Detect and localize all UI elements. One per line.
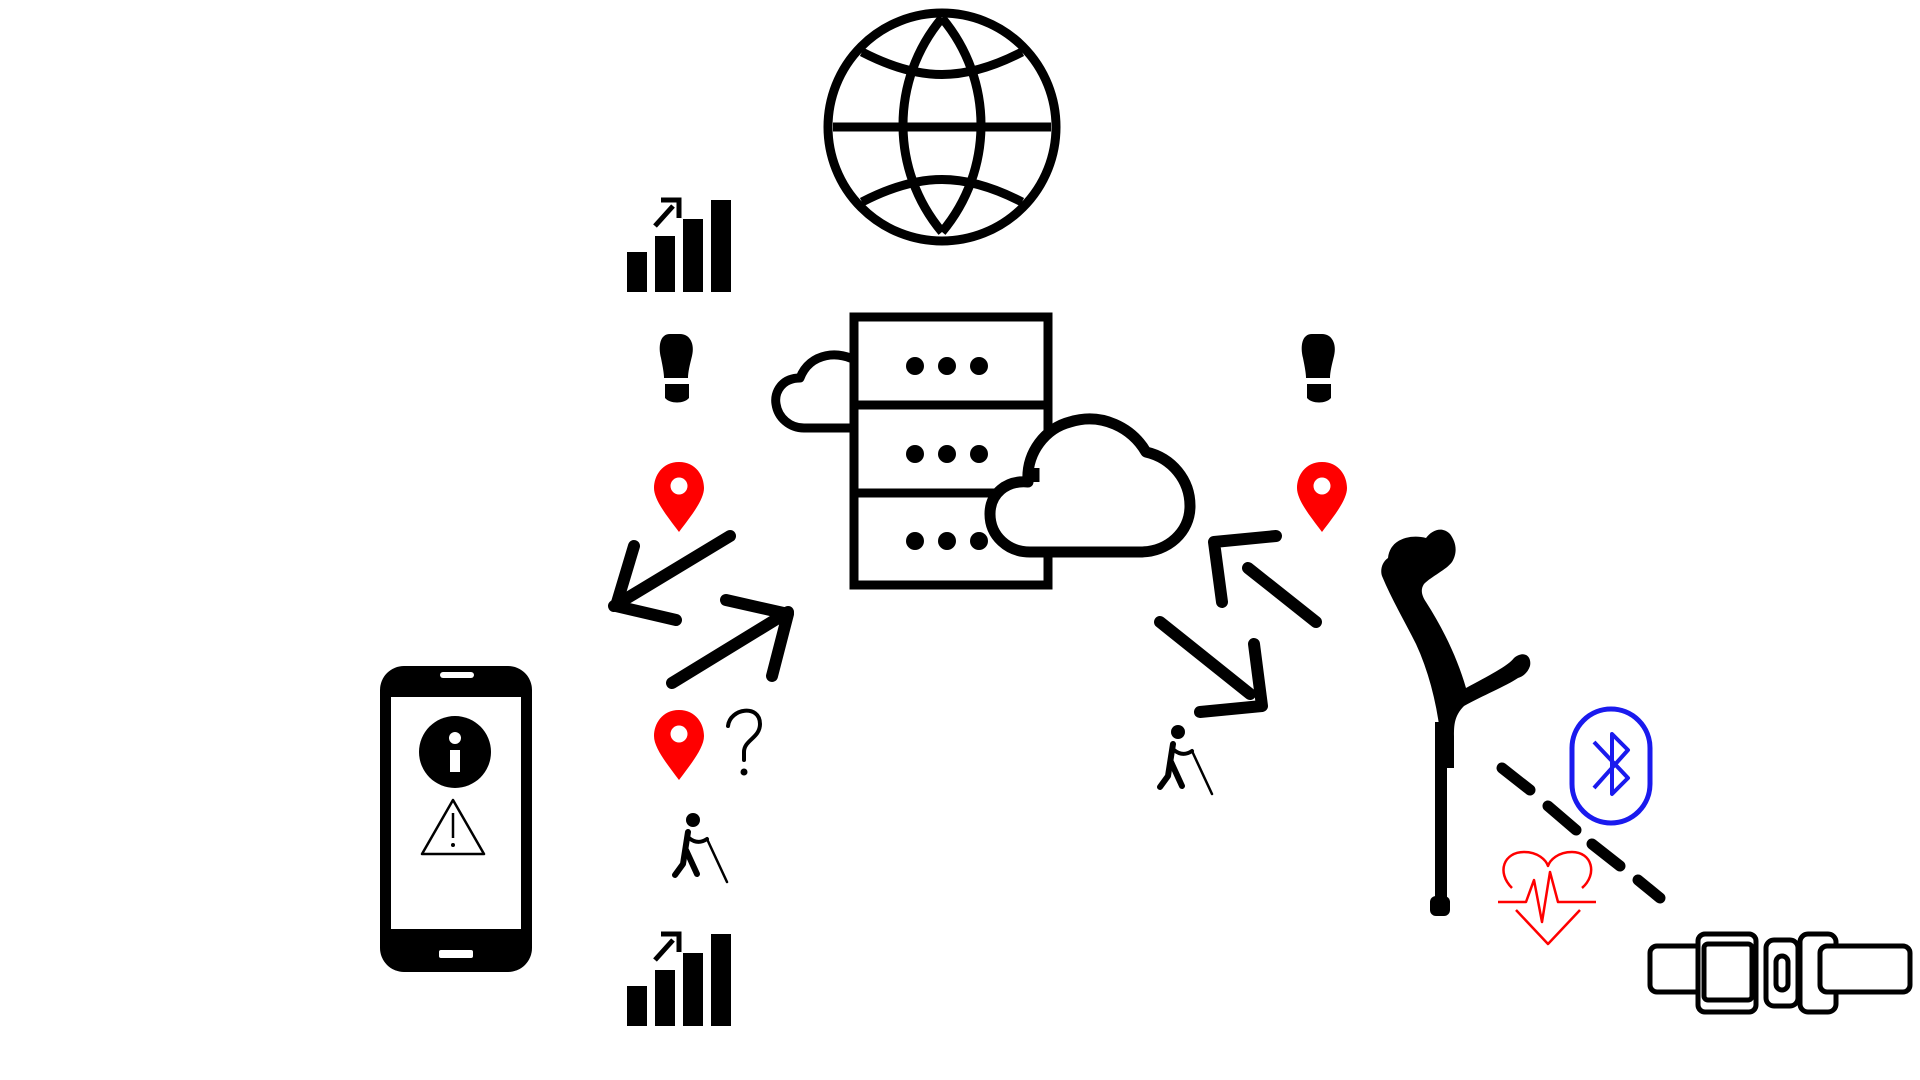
location-pin-icon: [654, 462, 704, 532]
heart-rate-icon: [1498, 850, 1596, 946]
signal-strength-icon: [627, 934, 731, 1026]
sync-arrows-icon: [608, 530, 794, 689]
signal-strength-icon: [627, 200, 731, 292]
location-pin-icon: [1297, 462, 1347, 532]
location-pin-icon: [654, 710, 704, 780]
walking-with-cane-icon: [1160, 725, 1212, 794]
sync-arrows-icon: [1154, 530, 1322, 718]
footprint-icon: [659, 334, 693, 403]
wireless-link: [1496, 762, 1666, 904]
cloud-server-icon: [771, 312, 1196, 590]
info-icon: [419, 716, 491, 788]
footprint-icon: [1301, 334, 1335, 403]
smartphone-icon: [380, 666, 532, 972]
bluetooth-icon: [1569, 706, 1653, 826]
seat-belt-buckle-icon: [1647, 931, 1913, 1015]
walking-with-cane-icon: [675, 813, 727, 882]
crutch-icon: [1381, 529, 1531, 916]
globe-icon: [823, 8, 1061, 246]
question-mark-icon: [726, 708, 763, 776]
warning-icon: [420, 798, 486, 856]
